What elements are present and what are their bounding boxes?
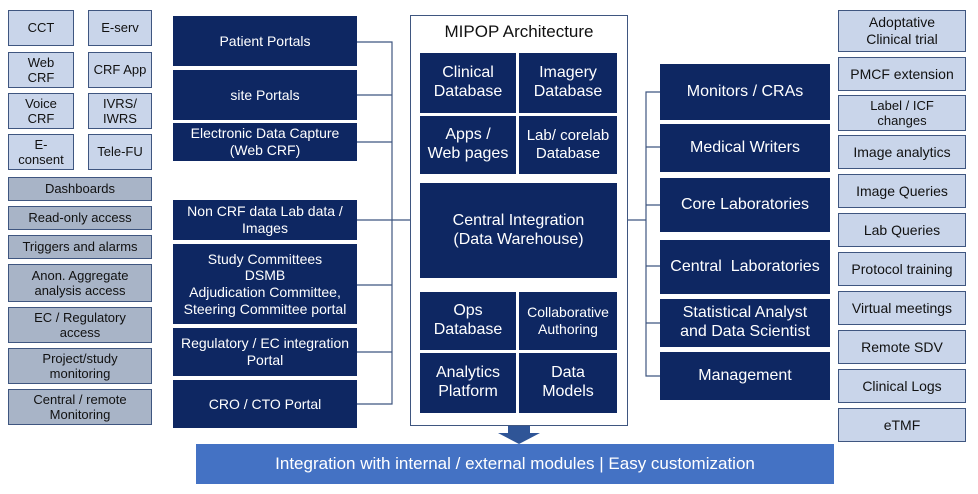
right-feature-protocol-training: Protocol training — [838, 252, 966, 286]
right-feature-virtual-meetings: Virtual meetings — [838, 291, 966, 325]
role-medical-writers: Medical Writers — [660, 124, 830, 172]
analytics-platform: Analytics Platform — [420, 353, 516, 413]
left-tool-ivrs: IVRS/ IWRS — [88, 93, 152, 129]
role-monitors-cras: Monitors / CRAs — [660, 64, 830, 120]
portal-edc: Electronic Data Capture (Web CRF) — [173, 123, 357, 161]
left-tool-web-crf: Web CRF — [8, 52, 74, 88]
left-tool-e-serv: E-serv — [88, 10, 152, 46]
left-feature-aggregate: Anon. Aggregate analysis access — [8, 264, 152, 302]
imagery-database: Imagery Database — [519, 53, 617, 113]
integration-bar: Integration with internal / external mod… — [196, 444, 834, 484]
role-statistical-analyst: Statistical Analyst and Data Scientist — [660, 299, 830, 347]
left-tool-cct: CCT — [8, 10, 74, 46]
portal-patient: Patient Portals — [173, 16, 357, 66]
right-connector-bracket — [645, 91, 660, 377]
data-models: Data Models — [519, 353, 617, 413]
left-feature-triggers: Triggers and alarms — [8, 235, 152, 259]
left-tool-crf-app: CRF App — [88, 52, 152, 88]
left-connector-ticks — [357, 94, 392, 353]
clinical-database: Clinical Database — [420, 53, 516, 113]
right-feature-lab-queries: Lab Queries — [838, 213, 966, 247]
portal-site: site Portals — [173, 70, 357, 120]
portal-regulatory: Regulatory / EC integration Portal — [173, 328, 357, 376]
portal-non-crf-data: Non CRF data Lab data / Images — [173, 200, 357, 240]
left-tool-e-consent: E- consent — [8, 134, 74, 170]
right-feature-clinical-logs: Clinical Logs — [838, 369, 966, 403]
right-feature-image-analytics: Image analytics — [838, 135, 966, 169]
portal-cro-cto: CRO / CTO Portal — [173, 380, 357, 428]
left-feature-monitoring: Project/study monitoring — [8, 348, 152, 384]
right-feature-adoptative-trial: Adoptative Clinical trial — [838, 10, 966, 52]
left-tool-tele-fu: Tele-FU — [88, 134, 152, 170]
left-feature-dashboards: Dashboards — [8, 177, 152, 201]
down-arrow-icon — [498, 426, 540, 444]
left-tool-voice-crf: Voice CRF — [8, 93, 74, 129]
apps-web-pages: Apps / Web pages — [420, 116, 516, 174]
right-feature-label-icf: Label / ICF changes — [838, 95, 966, 131]
role-central-laboratories: Central Laboratories — [660, 240, 830, 294]
left-feature-ec-regulatory: EC / Regulatory access — [8, 307, 152, 343]
right-connector-ticks — [646, 146, 660, 324]
left-feature-read-only: Read-only access — [8, 206, 152, 230]
architecture-title: MIPOP Architecture — [444, 22, 594, 41]
right-feature-image-queries: Image Queries — [838, 174, 966, 208]
right-feature-etmf: eTMF — [838, 408, 966, 442]
portal-study-committees: Study Committees DSMB Adjudication Commi… — [173, 244, 357, 324]
role-core-laboratories: Core Laboratories — [660, 178, 830, 232]
right-feature-remote-sdv: Remote SDV — [838, 330, 966, 364]
left-connector-bracket — [357, 41, 393, 405]
left-feature-remote-monitoring: Central / remote Monitoring — [8, 389, 152, 425]
central-integration: Central Integration (Data Warehouse) — [420, 183, 617, 278]
collaborative-authoring: Collaborative Authoring — [519, 292, 617, 350]
ops-database: Ops Database — [420, 292, 516, 350]
right-feature-pmcf-extension: PMCF extension — [838, 57, 966, 91]
role-management: Management — [660, 352, 830, 400]
lab-corelab-database: Lab/ corelab Database — [519, 116, 617, 174]
